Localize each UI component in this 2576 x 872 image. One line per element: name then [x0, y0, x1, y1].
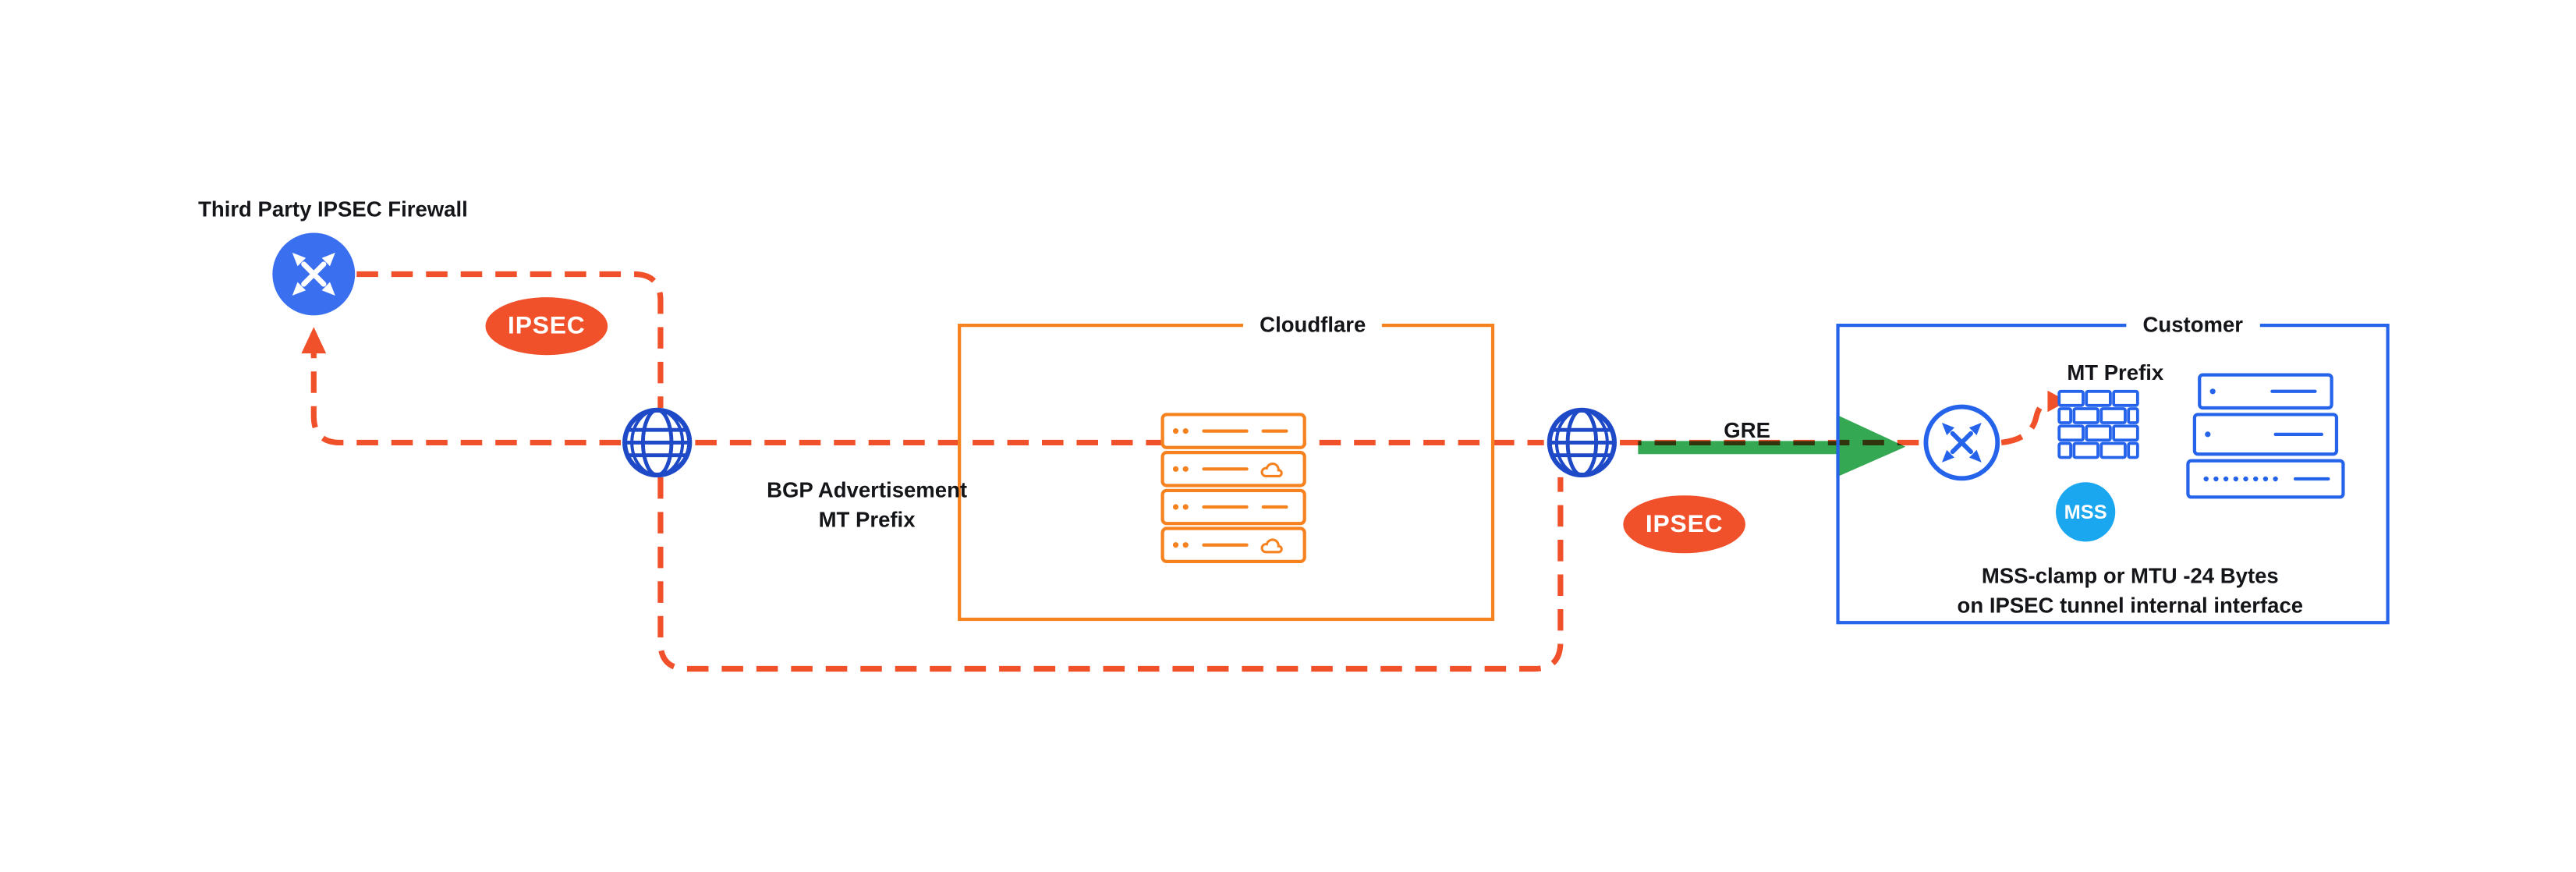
mss-clamp-note: MSS-clamp or MTU -24 Bytes on IPSEC tunn…	[1958, 562, 2304, 619]
mss-badge-label: MSS	[2064, 500, 2107, 524]
ipsec-badge-right-label: IPSEC	[1645, 510, 1724, 539]
globe-icon	[622, 407, 693, 478]
cloudflare-server-stack-icon	[1160, 413, 1306, 563]
customer-server-stack-icon	[2186, 373, 2345, 499]
router-icon	[272, 232, 356, 316]
bgp-line1: BGP Advertisement	[767, 477, 968, 502]
bgp-line2: MT Prefix	[818, 505, 916, 531]
firewall-brick-icon	[2057, 389, 2139, 459]
router-icon	[1923, 404, 2000, 481]
ipsec-badge-left: IPSEC	[485, 297, 608, 356]
arrowhead-right-icon	[2047, 390, 2068, 413]
server-cloud-icon	[1160, 451, 1306, 487]
path-firewall-to-internet	[356, 271, 664, 408]
mss-clamp-note-line2: on IPSEC tunnel internal interface	[1957, 592, 2304, 617]
path-return-loop	[657, 477, 1564, 672]
bgp-advertisement-label: BGP Advertisement MT Prefix	[767, 476, 967, 533]
mss-badge: MSS	[2056, 482, 2116, 542]
ipsec-badge-right: IPSEC	[1623, 495, 1745, 554]
ipsec-badge-left-label: IPSEC	[508, 312, 586, 341]
third-party-firewall-label: Third Party IPSEC Firewall	[198, 196, 468, 222]
server-icon	[1160, 413, 1306, 449]
gre-label: GRE	[1724, 417, 1770, 443]
path-return-to-firewall	[310, 349, 622, 446]
cloudflare-box-label: Cloudflare	[1243, 312, 1383, 337]
server-cloud-icon	[1160, 526, 1306, 563]
arrowhead-up-icon	[301, 327, 327, 354]
customer-box: Customer	[1836, 312, 2390, 625]
cloudflare-box: Cloudflare	[958, 312, 1495, 622]
server-icon	[1160, 488, 1306, 526]
path-router-to-firewall-wall	[2000, 398, 2050, 446]
mt-prefix-label: MT Prefix	[2067, 360, 2164, 385]
mss-clamp-note-line1: MSS-clamp or MTU -24 Bytes	[1981, 562, 2279, 588]
globe-icon	[1547, 407, 1618, 478]
customer-box-label: Customer	[2126, 312, 2260, 337]
